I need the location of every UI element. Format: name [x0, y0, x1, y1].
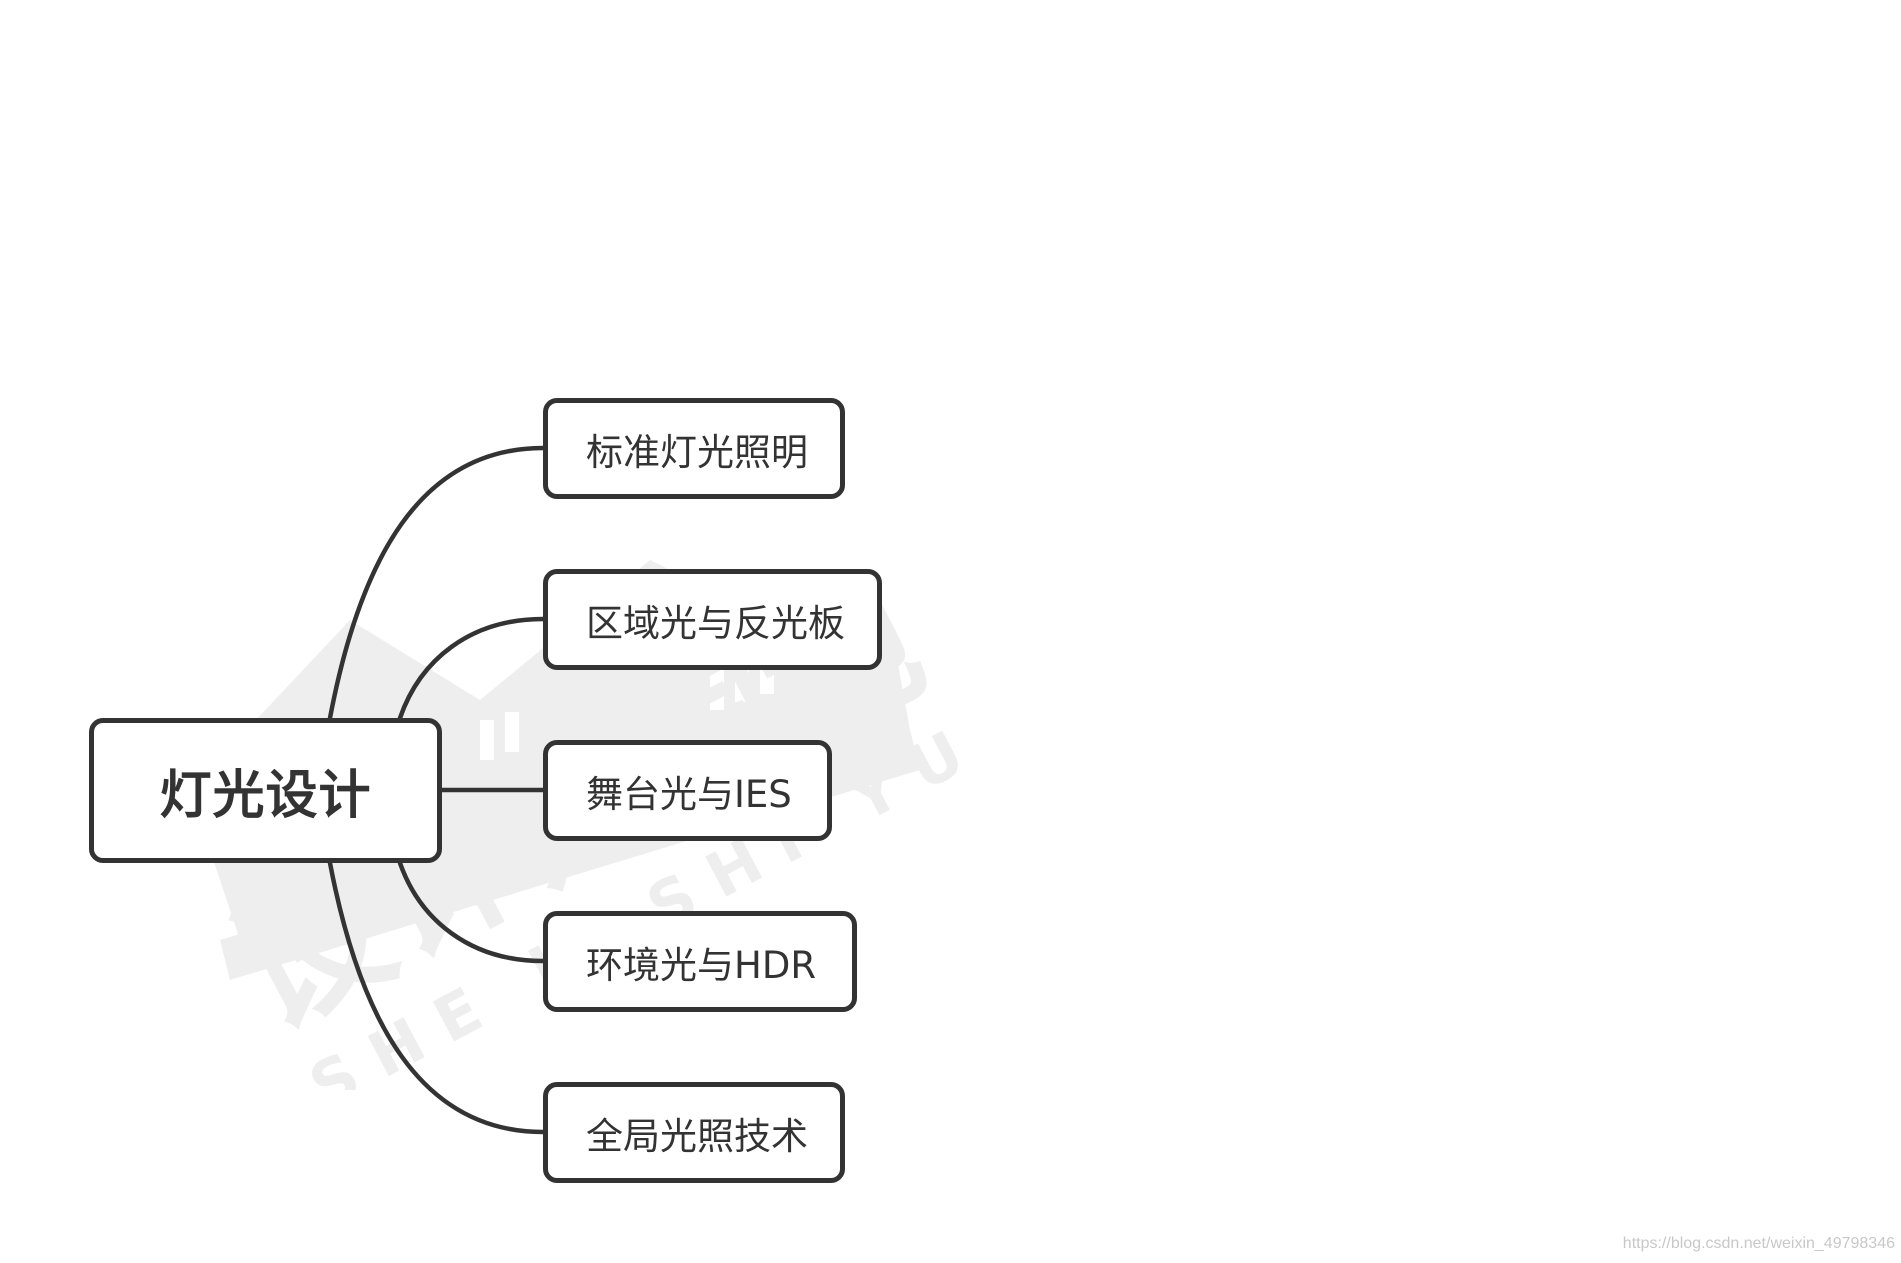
root-label: 灯光设计 [159, 753, 371, 828]
root-node[interactable]: 灯光设计 [89, 718, 442, 863]
footer-url: https://blog.csdn.net/weixin_49798346 [1623, 1235, 1895, 1253]
child-label-3: 舞台光与IES [586, 764, 792, 818]
connector-2 [400, 619, 543, 718]
connector-4 [400, 863, 543, 961]
child-node-5[interactable]: 全局光照技术 [543, 1082, 845, 1183]
child-node-4[interactable]: 环境光与HDR [543, 911, 857, 1012]
child-node-3[interactable]: 舞台光与IES [543, 740, 832, 841]
child-node-1[interactable]: 标准灯光照明 [543, 398, 845, 499]
child-label-1: 标准灯光照明 [586, 422, 808, 476]
child-label-4: 环境光与HDR [586, 935, 816, 989]
child-label-5: 全局光照技术 [586, 1106, 808, 1160]
child-node-2[interactable]: 区域光与反光板 [543, 569, 882, 670]
connector-5 [330, 863, 543, 1132]
connector-1 [330, 448, 543, 718]
child-label-2: 区域光与反光板 [586, 593, 845, 647]
